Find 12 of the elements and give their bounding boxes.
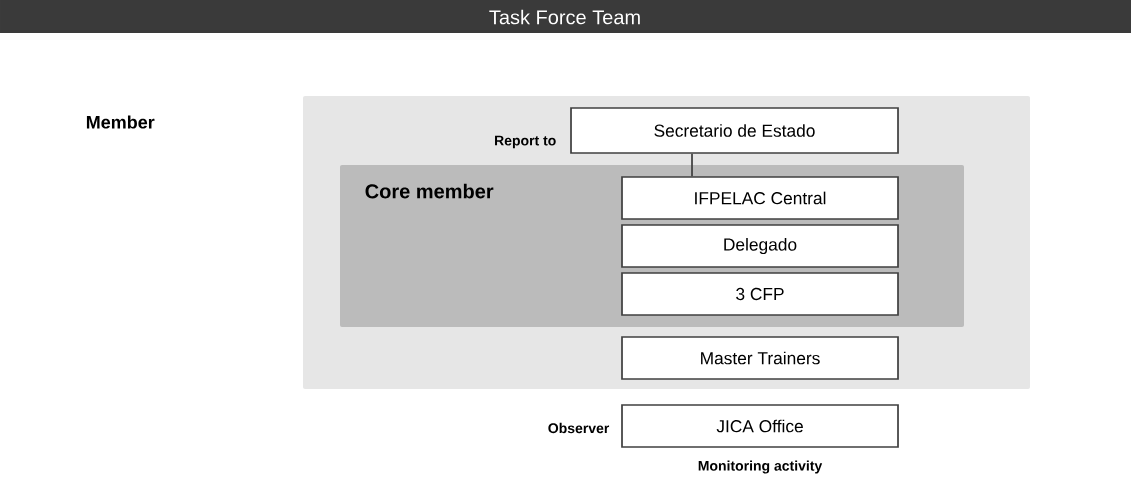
org-box: Secretario de Estado: [570, 107, 899, 154]
org-box: Delegado: [621, 224, 899, 268]
role-label: Report to: [495, 135, 556, 149]
role-label: Monitoring activity: [698, 460, 823, 474]
org-box: Master Trainers: [621, 336, 899, 380]
org-box: 3 CFP: [621, 272, 899, 316]
title-banner: Task Force Team: [0, 0, 1131, 33]
connector-line: [691, 153, 693, 177]
org-box: IFPELAC Central: [621, 176, 899, 220]
role-label: Observer: [548, 422, 610, 434]
org-box: JICA Office: [621, 404, 899, 448]
section-label: Member: [86, 115, 155, 129]
